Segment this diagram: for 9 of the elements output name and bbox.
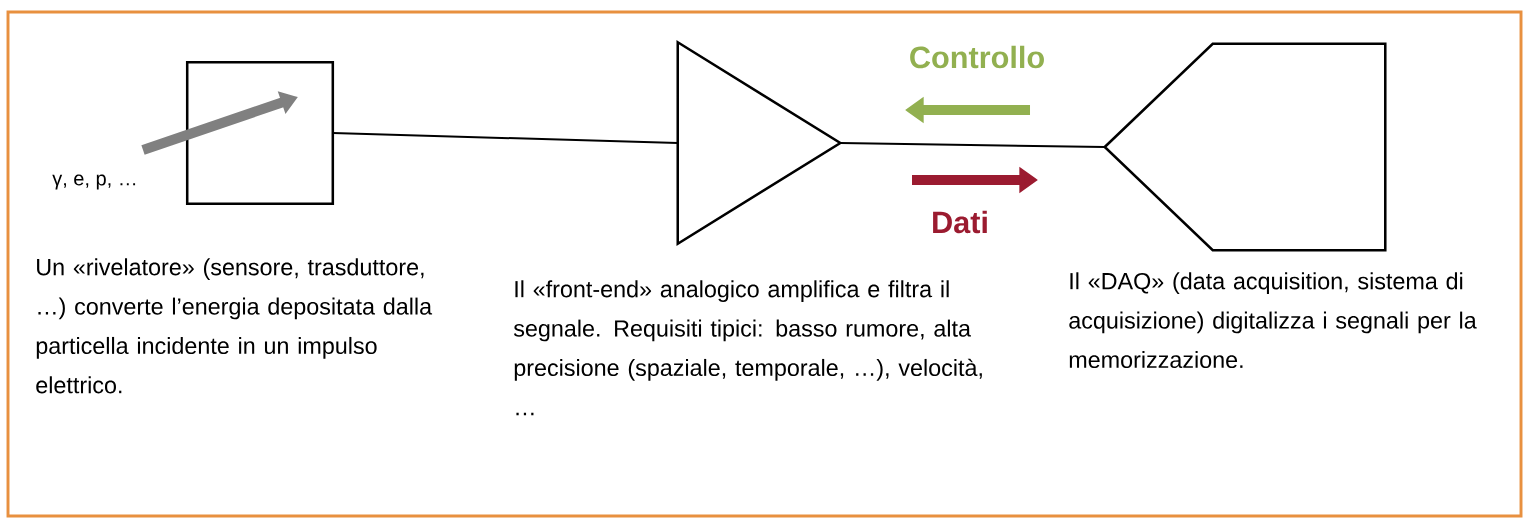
description-text: Il «DAQ» (data acquisition, sistema di acquisizione) digitalizza i segnali per la memorizzazione. <box>1069 272 1477 369</box>
control-label: Controllo <box>910 45 1044 69</box>
connector-line <box>839 142 1106 148</box>
connector-line <box>331 132 679 144</box>
data-label: Dati <box>933 210 987 234</box>
description-text: Il «front-end» analogico amplifica e filtra il segnale. Requisiti tipici: basso rumore, alta precisione (spaziale, temporale, …), velocità, … <box>513 280 982 416</box>
particle-label: γ, e, p, … <box>52 174 136 190</box>
detector-box <box>185 60 335 206</box>
description-text: Un «rivelatore» (sensore, trasduttore, …) converte l’energia depositata dalla particella incidente in un impulso elettrico. <box>36 258 433 394</box>
